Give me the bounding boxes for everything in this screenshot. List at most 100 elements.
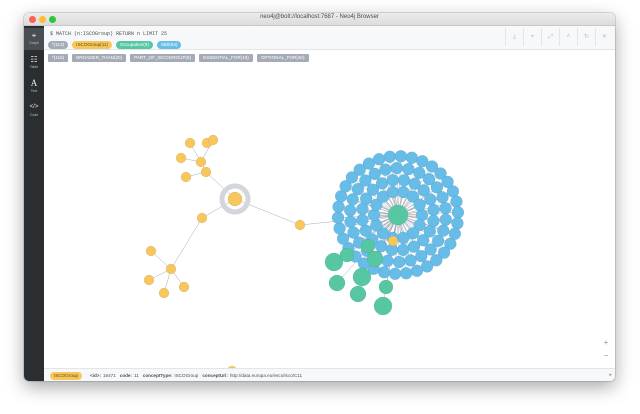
iscogroup-node[interactable]	[207, 134, 219, 146]
skill-node[interactable]	[415, 249, 428, 263]
sidebar-item-code[interactable]: </> Code	[24, 100, 44, 122]
skill-node[interactable]	[448, 227, 462, 241]
occupation-node[interactable]	[339, 247, 355, 263]
skill-node[interactable]	[430, 181, 444, 194]
skill-node[interactable]	[377, 265, 391, 279]
skill-node[interactable]	[362, 157, 376, 170]
skill-node[interactable]	[424, 243, 437, 256]
iscogroup-node[interactable]	[387, 235, 399, 247]
isco-edge[interactable]	[170, 217, 203, 270]
skill-node[interactable]	[392, 255, 406, 269]
skill-node[interactable]	[416, 234, 430, 247]
skill-node[interactable]	[413, 218, 426, 232]
skill-node[interactable]	[420, 260, 434, 273]
skill-node[interactable]	[436, 191, 449, 204]
zoom-out-button[interactable]: −	[603, 351, 609, 360]
skill-node[interactable]	[379, 163, 392, 176]
skill-node[interactable]	[388, 267, 402, 280]
skill-node[interactable]	[413, 198, 426, 212]
zoom-window-button[interactable]	[49, 15, 56, 23]
skill-node[interactable]	[396, 243, 410, 257]
graph-canvas[interactable]	[44, 65, 615, 368]
skill-node[interactable]	[404, 254, 417, 267]
skill-node[interactable]	[397, 173, 411, 187]
iscogroup-node[interactable]	[143, 274, 155, 286]
skill-node[interactable]	[370, 218, 383, 232]
skill-node[interactable]	[359, 192, 373, 205]
skill-node[interactable]	[372, 152, 386, 166]
iscogroup-node-selected[interactable]	[227, 191, 243, 207]
skill-node[interactable]	[437, 246, 451, 259]
skill-node[interactable]	[450, 195, 463, 208]
occupation-node[interactable]	[352, 267, 372, 287]
iscogroup-node[interactable]	[294, 219, 306, 231]
skill-node[interactable]	[406, 190, 420, 203]
skill-node[interactable]	[410, 264, 424, 278]
skill-node[interactable]	[390, 161, 404, 175]
skill-node[interactable]	[408, 177, 422, 191]
skill-node[interactable]	[424, 193, 437, 206]
collapse-icon[interactable]: ˄	[559, 28, 577, 46]
sidebar-item-graph[interactable]: ⌖ Graph	[24, 28, 44, 50]
refresh-icon[interactable]: ↻	[577, 28, 595, 46]
label-all[interactable]: *(113)	[48, 41, 69, 49]
zoom-in-button[interactable]: +	[603, 338, 609, 347]
skill-node[interactable]	[451, 206, 465, 219]
query-text[interactable]: $ MATCH (n:ISCOGroup) RETURN n LIMIT 25	[50, 31, 168, 37]
minimize-window-button[interactable]	[39, 15, 46, 23]
status-label-badge[interactable]: ISCOGroup	[50, 371, 82, 380]
skill-node[interactable]	[368, 167, 381, 181]
skill-node[interactable]	[345, 171, 359, 184]
skill-node[interactable]	[356, 202, 369, 216]
label-skill[interactable]: Skill(94)	[156, 41, 182, 49]
occupation-node[interactable]	[349, 285, 367, 303]
skill-node[interactable]	[376, 227, 390, 240]
occupation-node[interactable]	[366, 250, 384, 268]
skill-node[interactable]	[366, 183, 380, 196]
close-window-button[interactable]	[29, 15, 36, 23]
skill-node[interactable]	[359, 224, 372, 237]
skill-node[interactable]	[422, 172, 436, 186]
skill-node[interactable]	[431, 234, 445, 248]
iscogroup-node[interactable]	[175, 152, 187, 164]
occupation-node[interactable]	[324, 252, 344, 272]
skill-node[interactable]	[417, 184, 431, 197]
skill-node[interactable]	[339, 180, 352, 193]
pin-icon[interactable]: ⌖	[523, 28, 541, 46]
skill-node[interactable]	[383, 150, 397, 163]
skill-node[interactable]	[425, 160, 439, 173]
skill-node[interactable]	[347, 226, 360, 239]
iscogroup-node[interactable]	[178, 281, 190, 293]
skill-node[interactable]	[439, 202, 452, 215]
hub-occupation-node[interactable]	[387, 204, 409, 226]
iscogroup-node[interactable]	[227, 365, 237, 368]
skill-node[interactable]	[427, 203, 440, 217]
skill-node[interactable]	[374, 239, 388, 253]
rel-all[interactable]: *(115)	[48, 54, 69, 62]
occupation-node[interactable]	[328, 274, 346, 292]
skill-node[interactable]	[415, 208, 429, 222]
skill-node[interactable]	[413, 166, 426, 180]
sidebar-item-text[interactable]: A Text	[24, 76, 44, 98]
skill-node[interactable]	[402, 162, 415, 176]
rel-part-of-iscogroup[interactable]: PART_OF_ISCOGROUP(9)	[130, 54, 196, 62]
skill-node[interactable]	[356, 213, 369, 227]
skill-node[interactable]	[399, 267, 413, 280]
skill-node[interactable]	[451, 216, 464, 230]
skill-node[interactable]	[381, 254, 394, 268]
skill-node[interactable]	[397, 231, 410, 245]
download-icon[interactable]: ⤓	[505, 28, 523, 46]
skill-node[interactable]	[353, 163, 367, 176]
skill-node[interactable]	[386, 173, 400, 187]
label-occupation[interactable]: Occupation(9)	[116, 41, 153, 49]
iscogroup-node[interactable]	[195, 156, 207, 168]
occupation-node[interactable]	[373, 296, 393, 316]
skill-node[interactable]	[405, 151, 419, 165]
expand-icon[interactable]: ⤢	[541, 28, 559, 46]
skill-node[interactable]	[333, 222, 346, 235]
expand-properties-icon[interactable]: ▸	[609, 372, 612, 378]
skill-node[interactable]	[370, 198, 383, 212]
skill-node[interactable]	[367, 208, 381, 222]
selected-node-ring[interactable]	[219, 183, 251, 215]
close-icon[interactable]: ✕	[595, 28, 613, 46]
